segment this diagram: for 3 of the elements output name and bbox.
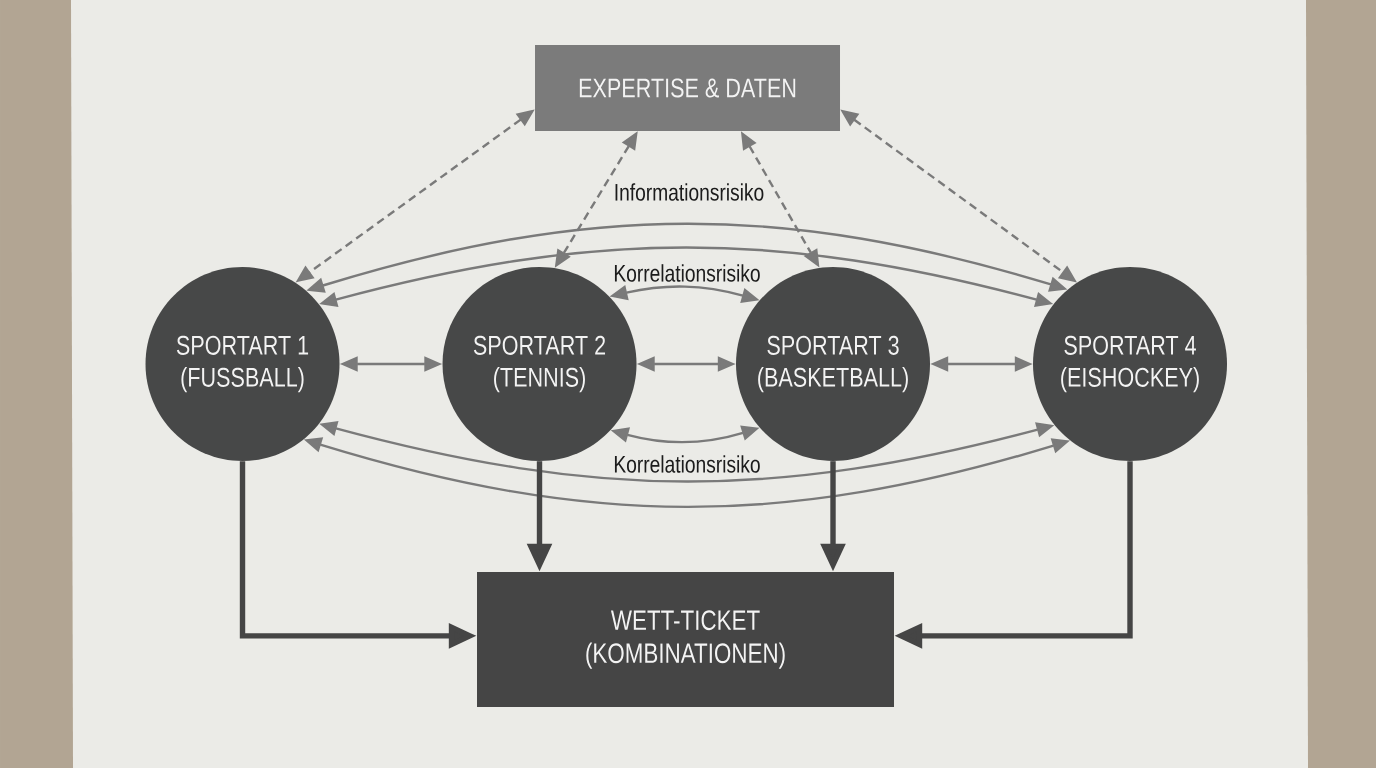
heading-box: EXPERTISE & DATEN <box>535 45 840 131</box>
risk-label: Informationsrisiko <box>615 183 764 201</box>
ticket-box: WETT-TICKET (KOMBINATIONEN) <box>477 572 894 707</box>
